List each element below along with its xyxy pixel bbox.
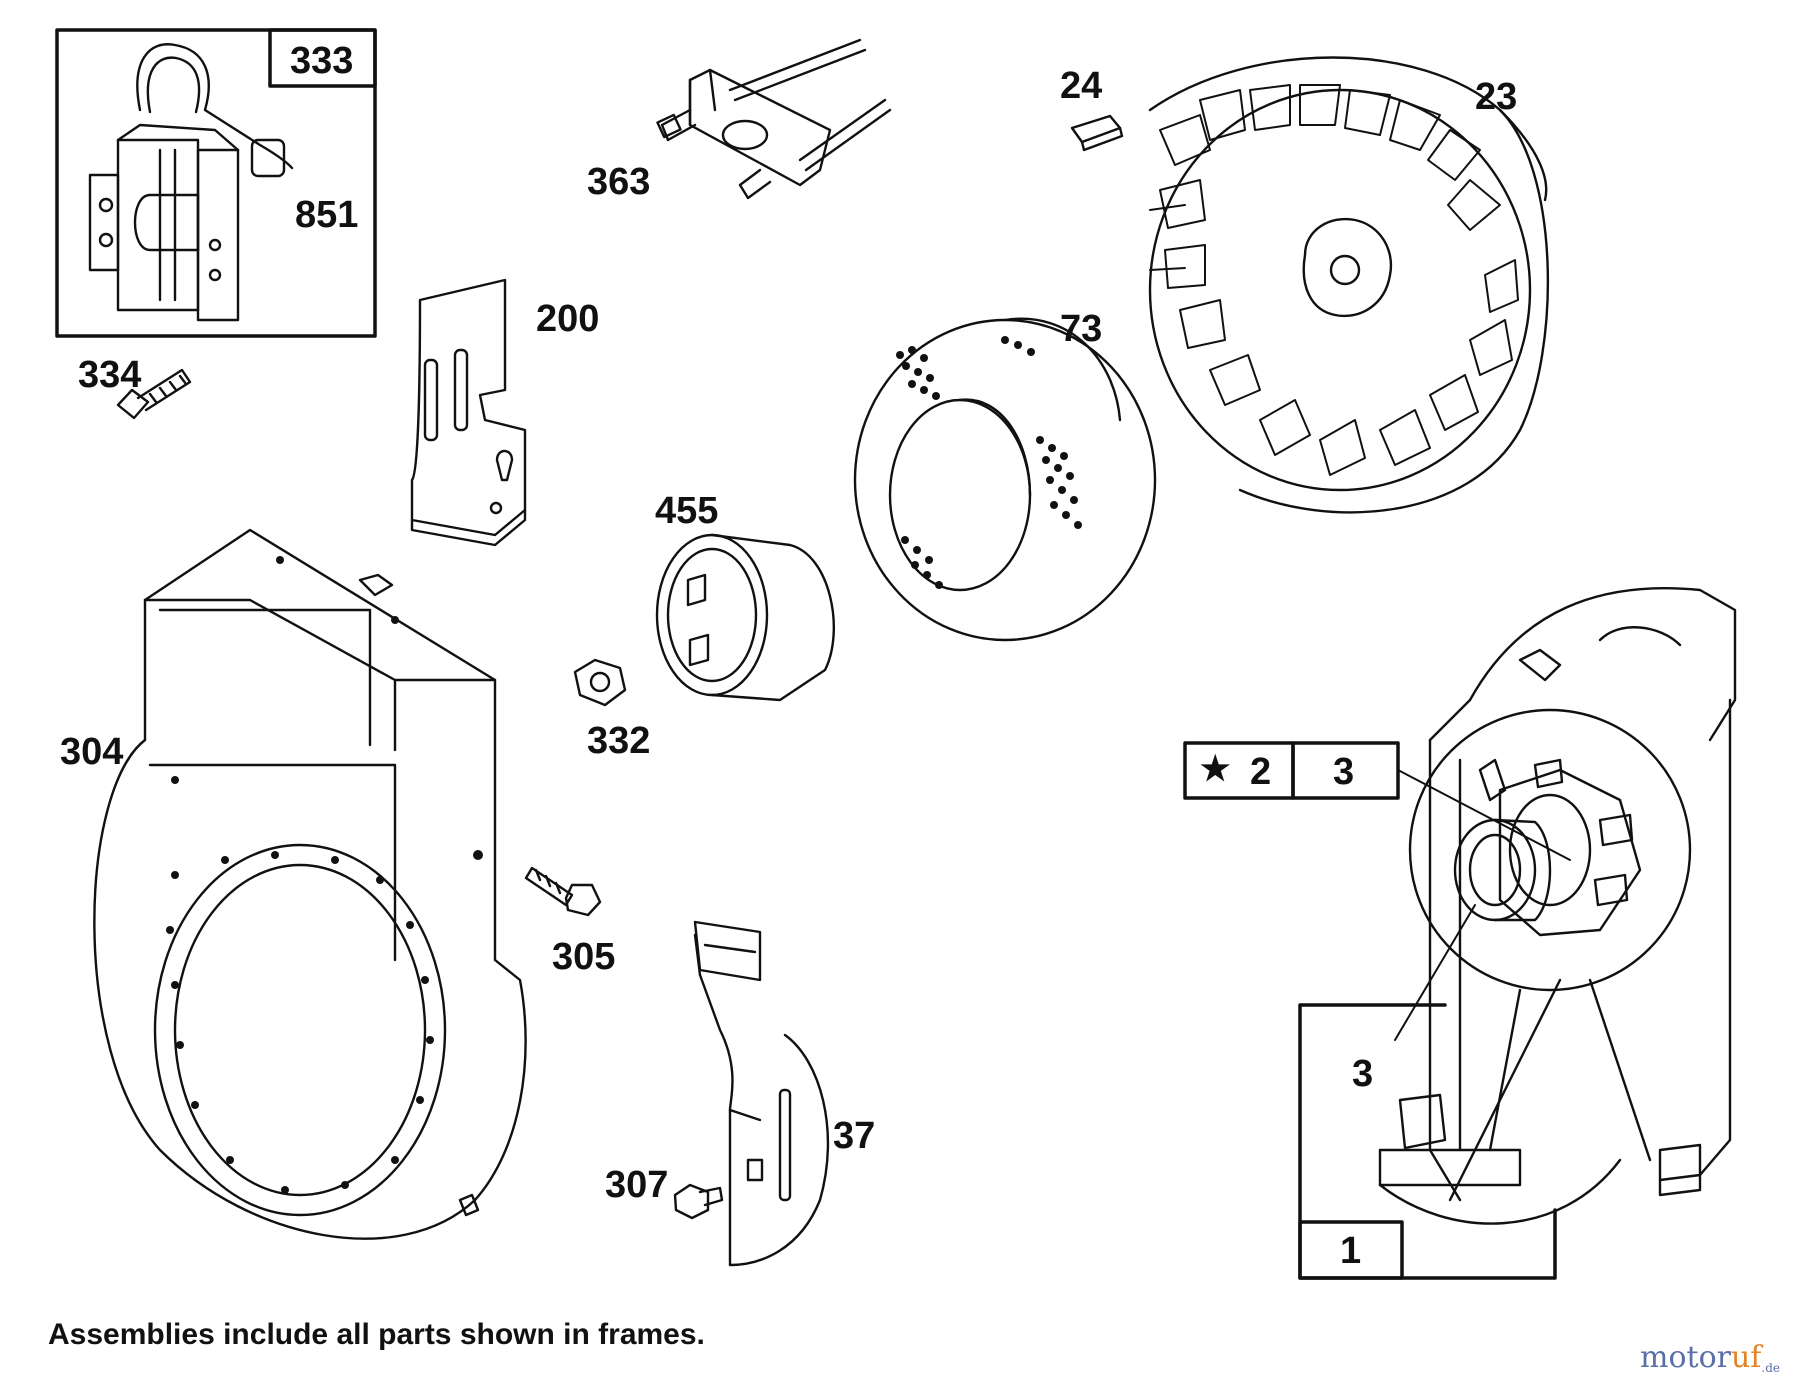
reference-frame-2-3 (1183, 741, 1571, 861)
reference-label-3: 3 (1333, 751, 1355, 793)
part-label-37: 37 (833, 1115, 876, 1157)
screw-305 (524, 866, 602, 917)
leader-line-3 (1394, 904, 1476, 1041)
part-label-3-leader: 3 (1352, 1053, 1374, 1095)
bracket-363 (656, 38, 892, 200)
part-label-851: 851 (295, 194, 359, 236)
part-label-73: 73 (1060, 308, 1103, 350)
ignition-armature-frame (55, 28, 377, 338)
assembly-label-1: 1 (1340, 1230, 1362, 1272)
baffle-200 (410, 278, 527, 547)
nut-332 (573, 658, 627, 707)
watermark-part-1: motor (1640, 1340, 1731, 1375)
blower-housing-304 (93, 528, 527, 1240)
part-label-305: 305 (552, 936, 616, 978)
screen-73 (853, 317, 1157, 642)
part-label-332: 332 (587, 720, 651, 762)
flywheel-23 (1148, 56, 1549, 514)
screw-307 (673, 1183, 724, 1220)
watermark: motoruf.de (1640, 1340, 1780, 1375)
key-24 (1070, 114, 1124, 152)
watermark-part-2: uf (1730, 1340, 1762, 1375)
part-label-307: 307 (605, 1164, 669, 1206)
ignition-armature (88, 43, 294, 322)
part-label-24: 24 (1060, 65, 1103, 107)
part-label-334: 334 (78, 354, 142, 396)
cup-455 (655, 533, 836, 702)
part-label-333: 333 (290, 40, 354, 82)
footnote: Assemblies include all parts shown in fr… (48, 1318, 705, 1351)
watermark-part-3: .de (1761, 1361, 1781, 1375)
part-label-304: 304 (60, 731, 124, 773)
part-label-363: 363 (587, 161, 651, 203)
reference-label-2: 2 (1250, 751, 1272, 793)
star-icon: ★ (1200, 750, 1231, 788)
assembly-frame-1 (1298, 1003, 1557, 1280)
part-label-23: 23 (1475, 76, 1518, 118)
part-label-455: 455 (655, 490, 719, 532)
deflector-37 (693, 920, 830, 1267)
crankcase-cover (1378, 586, 1737, 1225)
part-label-200: 200 (536, 298, 600, 340)
screw-334 (116, 368, 192, 420)
oil-seal-3 (1453, 818, 1552, 922)
